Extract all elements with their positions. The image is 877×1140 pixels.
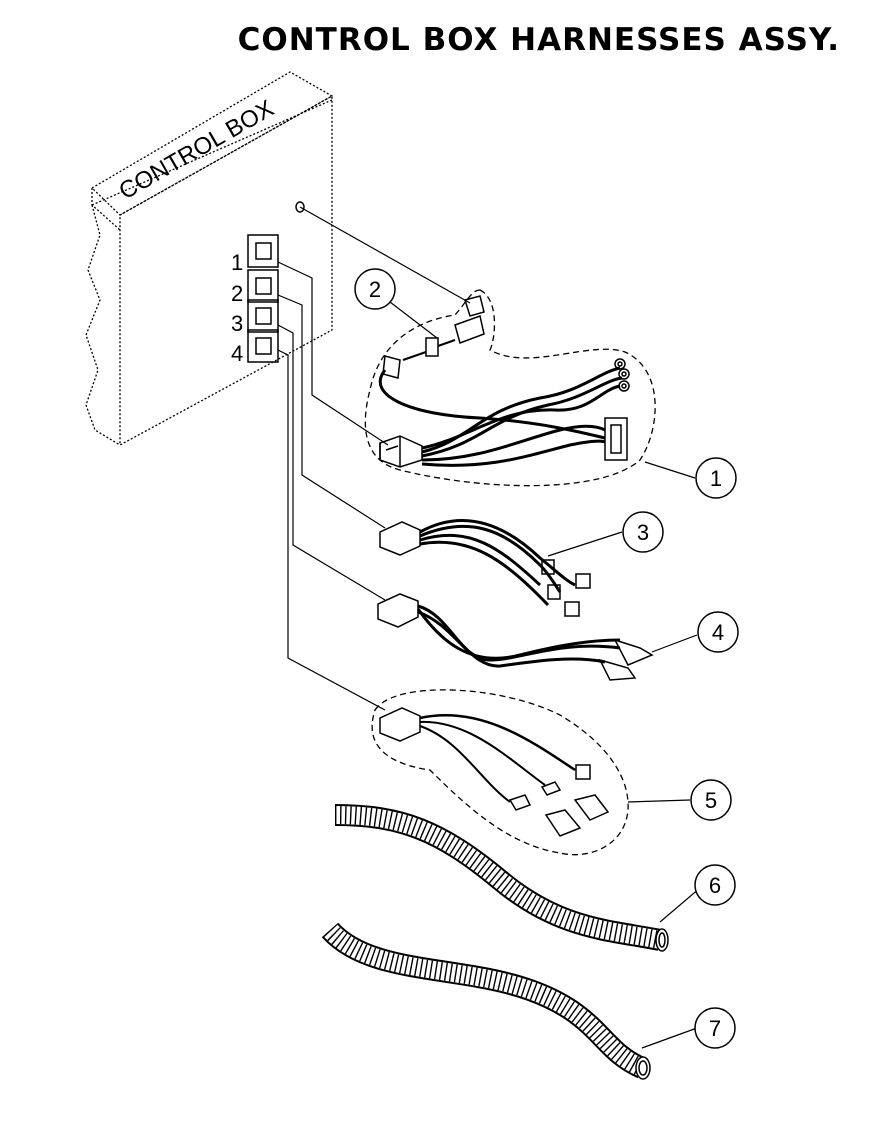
callout-number-7: 7	[709, 1016, 721, 1041]
port-label-2: 2	[231, 281, 243, 306]
group-outline-1	[364, 289, 656, 487]
callout-number-2: 2	[369, 277, 381, 302]
port-connectors	[247, 234, 279, 363]
harness-4	[377, 593, 654, 681]
page-title: CONTROL BOX HARNESSES ASSY.	[237, 22, 840, 58]
harness-3	[379, 519, 591, 617]
conduit-6	[334, 804, 669, 952]
mounting-hole	[295, 201, 305, 213]
harness-1	[378, 355, 630, 468]
callout-leaders	[389, 301, 701, 1049]
group-outline-5	[371, 689, 629, 856]
conduit-7	[321, 922, 651, 1080]
callout-circles	[354, 268, 739, 1049]
callout-number-3: 3	[637, 520, 649, 545]
callout-number-6: 6	[709, 873, 721, 898]
harness-5	[379, 707, 610, 837]
callout-number-5: 5	[705, 788, 717, 813]
port-label-4: 4	[231, 341, 243, 366]
control-box-label: CONTROL BOX	[115, 95, 279, 205]
port-label-1: 1	[231, 250, 243, 275]
control-box	[85, 71, 334, 447]
callout-number-1: 1	[710, 466, 722, 491]
harness-2	[402, 295, 485, 361]
callout-number-4: 4	[712, 620, 724, 645]
port-leader-lines	[277, 206, 471, 711]
port-label-3: 3	[231, 311, 243, 336]
